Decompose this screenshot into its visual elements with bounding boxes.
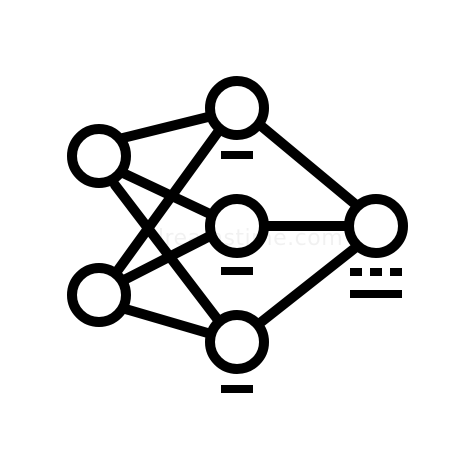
hidden-node-2 bbox=[205, 194, 269, 258]
edge-input1-hidden3 bbox=[110, 180, 223, 325]
hidden-node-3 bbox=[205, 310, 269, 374]
edge-input2-hidden1 bbox=[113, 127, 223, 275]
hidden-node-1 bbox=[205, 76, 269, 140]
input-node-1 bbox=[67, 124, 131, 188]
edge-input1-hidden2 bbox=[118, 168, 215, 219]
output-label-dash-1 bbox=[350, 268, 362, 276]
edge-input1-hidden1 bbox=[118, 112, 213, 143]
edge-hidden3-output bbox=[255, 243, 360, 328]
hidden-node-2-label-dash bbox=[221, 267, 253, 275]
hidden-node-1-label-dash bbox=[221, 151, 253, 159]
edge-hidden1-output bbox=[255, 120, 360, 209]
output-label-dash-2 bbox=[370, 268, 382, 276]
edge-input2-hidden2 bbox=[119, 231, 215, 285]
input-node-2 bbox=[67, 263, 131, 327]
output-label-bar bbox=[350, 290, 402, 298]
edge-input2-hidden3 bbox=[117, 303, 216, 339]
output-node bbox=[344, 194, 408, 258]
output-label-dash-3 bbox=[390, 268, 402, 276]
hidden-node-3-label-dash bbox=[221, 385, 253, 393]
